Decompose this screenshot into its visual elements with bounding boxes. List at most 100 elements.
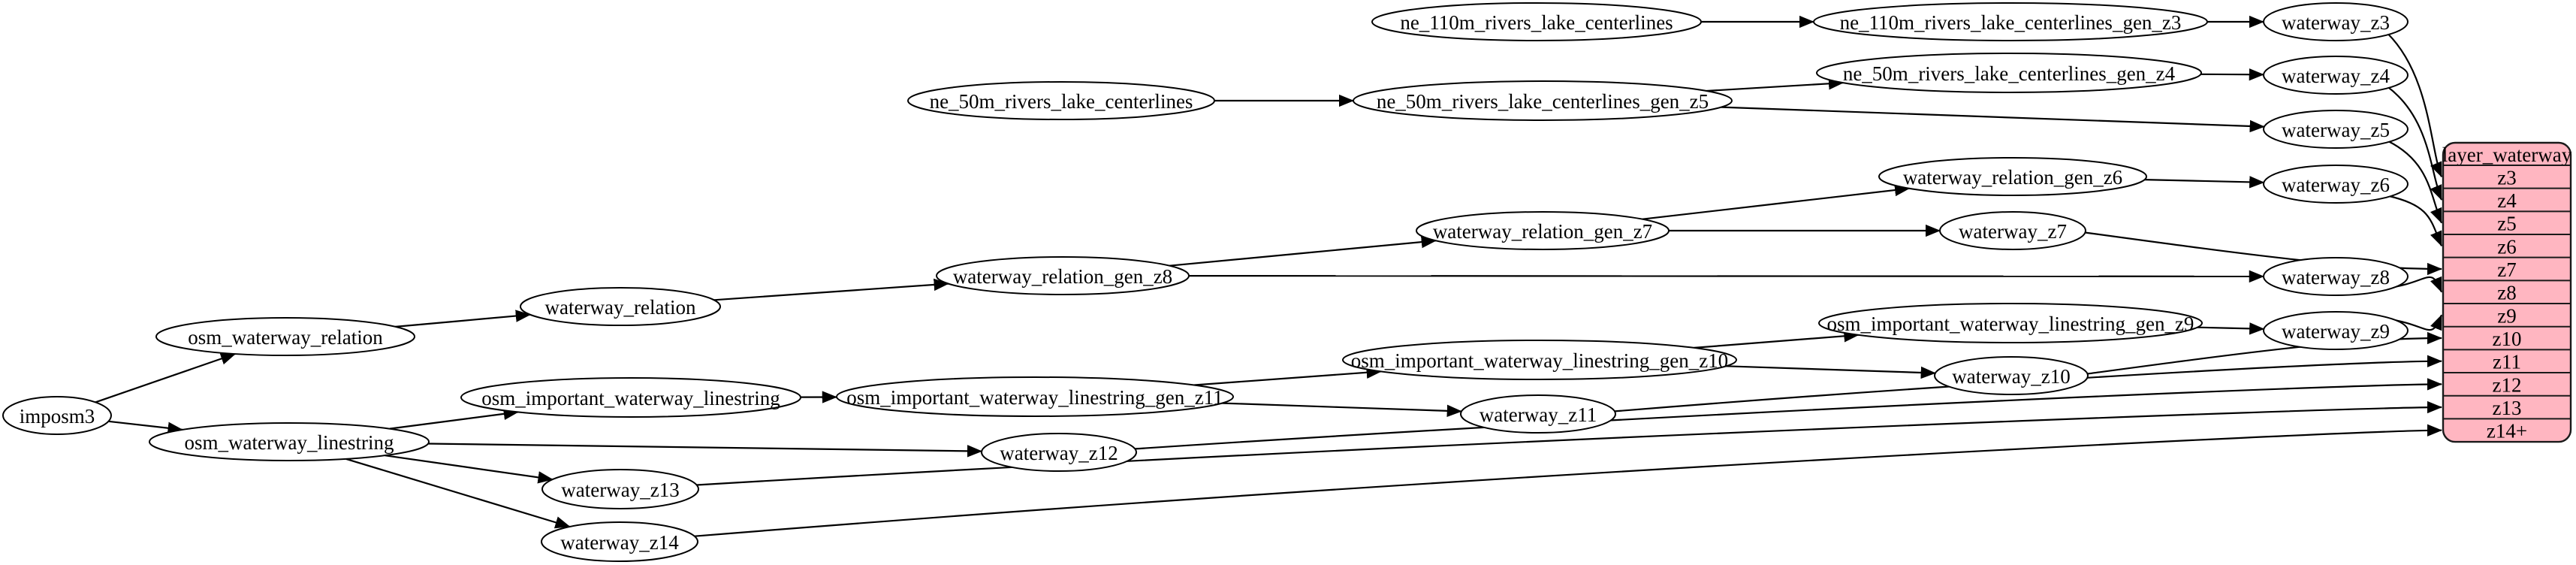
edge-osm_important_waterway_linestring_gen_z11-to-waterway_z11 bbox=[1222, 402, 1462, 418]
table-row-z8: z8 bbox=[2497, 282, 2516, 304]
waterway_z10-label: waterway_z10 bbox=[1952, 365, 2070, 388]
node-waterway_z7: waterway_z7 bbox=[1939, 211, 2086, 250]
ne_110m_rivers_lake_centerlines-shape bbox=[1371, 2, 1702, 41]
osm_important_waterway_linestring-label: osm_important_waterway_linestring bbox=[481, 387, 780, 409]
node-waterway_z12: waterway_z12 bbox=[981, 433, 1137, 472]
waterway_z4-label: waterway_z4 bbox=[2282, 65, 2390, 87]
node-imposm3: imposm3 bbox=[2, 396, 112, 435]
ne_110m_rivers_lake_centerlines_gen_z3-label: ne_110m_rivers_lake_centerlines_gen_z3 bbox=[1840, 11, 2182, 34]
node-waterway_z5: waterway_z5 bbox=[2263, 110, 2409, 149]
waterway_z8-label: waterway_z8 bbox=[2282, 266, 2390, 289]
node-waterway_relation_gen_z7: waterway_relation_gen_z7 bbox=[1416, 211, 1670, 250]
table-row-z10: z10 bbox=[2493, 328, 2522, 350]
node-ne_110m_rivers_lake_centerlines_gen_z3: ne_110m_rivers_lake_centerlines_gen_z3 bbox=[1813, 2, 2208, 41]
layer-waterway-table-shape bbox=[2442, 141, 2572, 443]
edge-imposm3-to-osm_waterway_linestring bbox=[108, 420, 183, 434]
edge-waterway_z7-to-layer_waterway-z7 bbox=[2085, 231, 2442, 276]
edge-waterway_relation_gen_z8-to-waterway_relation_gen_z7 bbox=[1169, 235, 1437, 267]
node-ne_110m_rivers_lake_centerlines: ne_110m_rivers_lake_centerlines bbox=[1371, 2, 1702, 41]
waterway_relation_gen_z7-label: waterway_relation_gen_z7 bbox=[1433, 220, 1652, 243]
edge-osm_waterway_linestring-to-waterway_z12 bbox=[427, 443, 983, 458]
waterway_z11-label: waterway_z11 bbox=[1480, 403, 1597, 426]
waterway_z10-shape bbox=[1934, 356, 2089, 395]
edge-waterway_z4-to-layer_waterway-z4 bbox=[2387, 86, 2443, 201]
waterway_z11-shape bbox=[1460, 394, 1616, 434]
osm_important_waterway_linestring_gen_z9-label: osm_important_waterway_linestring_gen_z9 bbox=[1827, 313, 2194, 335]
table-row-z13: z13 bbox=[2493, 397, 2522, 419]
edge-ne_50m_rivers_lake_centerlines_gen_z4-to-waterway_z4 bbox=[2200, 68, 2264, 81]
osm_waterway_linestring-shape bbox=[149, 422, 430, 461]
waterway_z9-shape bbox=[2263, 311, 2409, 350]
imposm3-shape bbox=[2, 396, 112, 435]
node-waterway_z4: waterway_z4 bbox=[2263, 56, 2409, 95]
waterway_z9-label: waterway_z9 bbox=[2282, 320, 2390, 343]
edge-osm_important_waterway_linestring_gen_z10-to-waterway_z10 bbox=[1726, 365, 1936, 379]
edge-waterway_z12-to-layer_waterway-z12 bbox=[1135, 378, 2442, 450]
waterway_relation-shape bbox=[520, 287, 721, 326]
node-waterway_relation_gen_z6: waterway_relation_gen_z6 bbox=[1878, 157, 2147, 196]
ne_50m_rivers_lake_centerlines_gen_z4-label: ne_50m_rivers_lake_centerlines_gen_z4 bbox=[1843, 62, 2176, 85]
node-osm_waterway_linestring: osm_waterway_linestring bbox=[149, 422, 430, 461]
waterway_z8-shape bbox=[2263, 257, 2409, 296]
waterway_z5-shape bbox=[2263, 110, 2409, 149]
node-osm_important_waterway_linestring_gen_z11: osm_important_waterway_linestring_gen_z1… bbox=[836, 376, 1234, 417]
table-row-z14+: z14+ bbox=[2487, 420, 2527, 443]
node-osm_important_waterway_linestring_gen_z9: osm_important_waterway_linestring_gen_z9 bbox=[1818, 303, 2203, 343]
node-waterway_z3: waterway_z3 bbox=[2263, 2, 2409, 41]
edge-waterway_z6-to-layer_waterway-z6 bbox=[2387, 195, 2443, 247]
osm_important_waterway_linestring_gen_z10-label: osm_important_waterway_linestring_gen_z1… bbox=[1351, 349, 1728, 372]
table-row-z4: z4 bbox=[2497, 189, 2517, 212]
edge-waterway_z10-to-layer_waterway-z10 bbox=[2087, 331, 2442, 375]
edge-osm_important_waterway_linestring_gen_z11-to-osm_important_waterway_linestring_gen_z10 bbox=[1194, 366, 1382, 386]
waterway_z13-label: waterway_z13 bbox=[561, 479, 679, 501]
osm_important_waterway_linestring_gen_z11-shape bbox=[836, 376, 1234, 417]
edge-osm_important_waterway_linestring_gen_z10-to-osm_important_waterway_linestring_gen_z9 bbox=[1694, 330, 1860, 349]
edge-waterway_relation_gen_z6-to-waterway_z6 bbox=[2144, 176, 2265, 189]
waterway_relation_gen_z6-shape bbox=[1878, 157, 2147, 196]
edge-ne_50m_rivers_lake_centerlines_gen_z5-to-ne_50m_rivers_lake_centerlines_gen_z4 bbox=[1706, 77, 1845, 92]
table-row-z7: z7 bbox=[2497, 258, 2516, 281]
edge-imposm3-to-osm_waterway_relation bbox=[95, 352, 237, 403]
waterway_z4-shape bbox=[2263, 56, 2409, 95]
node-osm_important_waterway_linestring_gen_z10: osm_important_waterway_linestring_gen_z1… bbox=[1342, 340, 1737, 380]
waterway_z3-label: waterway_z3 bbox=[2282, 11, 2390, 34]
edge-osm_waterway_linestring-to-osm_important_waterway_linestring bbox=[389, 407, 519, 430]
ne_110m_rivers_lake_centerlines-label: ne_110m_rivers_lake_centerlines bbox=[1400, 11, 1673, 34]
node-waterway_z13: waterway_z13 bbox=[541, 469, 699, 509]
table-row-z12: z12 bbox=[2493, 373, 2522, 396]
waterway_z5-label: waterway_z5 bbox=[2282, 119, 2390, 141]
node-waterway_z10: waterway_z10 bbox=[1934, 356, 2089, 395]
edge-waterway_z11-to-layer_waterway-z11 bbox=[1614, 355, 2442, 412]
edge-waterway_relation_gen_z7-to-waterway_relation_gen_z6 bbox=[1642, 183, 1911, 220]
waterway_z14-shape bbox=[541, 521, 698, 562]
osm_waterway_linestring-label: osm_waterway_linestring bbox=[185, 431, 394, 454]
edge-waterway_z5-to-layer_waterway-z5 bbox=[2387, 140, 2443, 224]
waterway_relation_gen_z6-label: waterway_relation_gen_z6 bbox=[1903, 166, 2122, 189]
waterway_z7-label: waterway_z7 bbox=[1959, 220, 2067, 243]
waterway_z12-label: waterway_z12 bbox=[1000, 442, 1118, 464]
ne_50m_rivers_lake_centerlines_gen_z5-shape bbox=[1353, 80, 1733, 121]
waterway_z14-label: waterway_z14 bbox=[560, 531, 679, 554]
node-waterway_relation: waterway_relation bbox=[520, 287, 721, 326]
osm_waterway_relation-label: osm_waterway_relation bbox=[188, 326, 383, 349]
waterway_z6-label: waterway_z6 bbox=[2282, 174, 2390, 196]
waterway_z6-shape bbox=[2263, 165, 2409, 204]
edge-osm_waterway_linestring-to-waterway_z13 bbox=[385, 455, 554, 484]
edge-osm_waterway_linestring-to-waterway_z14 bbox=[345, 458, 571, 529]
osm_important_waterway_linestring_gen_z11-label: osm_important_waterway_linestring_gen_z1… bbox=[846, 386, 1223, 409]
node-osm_important_waterway_linestring: osm_important_waterway_linestring bbox=[460, 377, 801, 418]
osm_waterway_relation-shape bbox=[155, 317, 415, 356]
node-waterway_z11: waterway_z11 bbox=[1460, 394, 1616, 434]
layer-waterway-table: layer_waterwayz3z4z5z6z7z8z9z10z11z12z13… bbox=[2442, 141, 2572, 443]
edges bbox=[95, 15, 2443, 537]
edge-ne_50m_rivers_lake_centerlines_gen_z5-to-waterway_z5 bbox=[1721, 106, 2265, 133]
node-ne_50m_rivers_lake_centerlines_gen_z4: ne_50m_rivers_lake_centerlines_gen_z4 bbox=[1816, 53, 2202, 93]
ne_50m_rivers_lake_centerlines_gen_z5-label: ne_50m_rivers_lake_centerlines_gen_z5 bbox=[1377, 90, 1709, 113]
waterway_z13-shape bbox=[541, 469, 699, 509]
table-row-z5: z5 bbox=[2497, 213, 2516, 235]
node-ne_50m_rivers_lake_centerlines_gen_z5: ne_50m_rivers_lake_centerlines_gen_z5 bbox=[1353, 80, 1733, 121]
node-waterway_z9: waterway_z9 bbox=[2263, 311, 2409, 350]
ne_50m_rivers_lake_centerlines-label: ne_50m_rivers_lake_centerlines bbox=[930, 90, 1193, 113]
table-row-z11: z11 bbox=[2493, 351, 2521, 373]
